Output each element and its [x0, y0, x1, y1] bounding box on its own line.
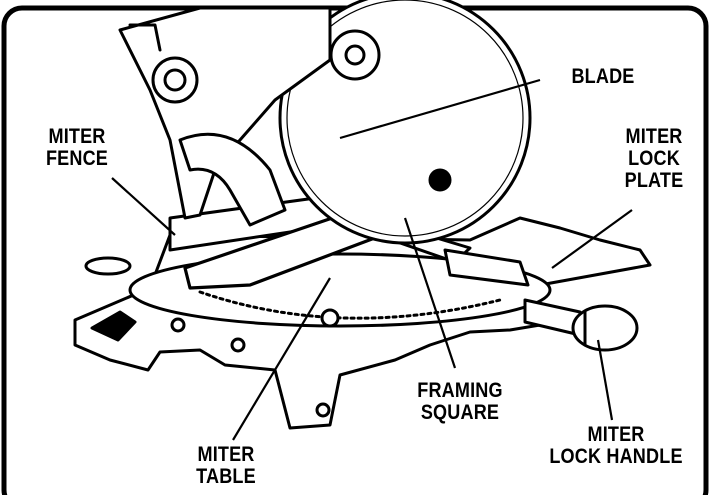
label-miter-fence-line1: MITER: [48, 125, 106, 148]
label-miter-lock-handle: MITER LOCK HANDLE: [544, 424, 688, 468]
label-miter-lock-handle-line1: MITER: [587, 423, 645, 446]
label-miter-lock-plate: MITER LOCK PLATE: [613, 126, 696, 192]
leader-framing-square: [403, 217, 457, 369]
label-framing-square-line2: SQUARE: [420, 401, 500, 424]
saw-illustration: [73, 0, 652, 430]
label-blade: BLADE: [563, 66, 642, 88]
label-blade-line1: BLADE: [571, 65, 635, 88]
lock-plate: [443, 248, 530, 287]
leader-blade: [339, 78, 541, 140]
base-leg-left: [90, 310, 137, 342]
label-miter-table-line2: TABLE: [196, 465, 256, 488]
label-miter-lock-handle-line2: LOCK HANDLE: [549, 445, 683, 468]
label-framing-square-line1: FRAMING: [417, 379, 503, 402]
leader-miter-lock-handle: [596, 339, 614, 421]
framing-square-shape: [183, 210, 382, 290]
label-miter-fence-line2: FENCE: [45, 147, 109, 170]
support-column: [178, 132, 287, 227]
label-miter-fence: MITER FENCE: [37, 126, 118, 170]
label-framing-square: FRAMING SQUARE: [408, 380, 511, 424]
label-miter-table-line1: MITER: [197, 443, 255, 466]
label-miter-lock-plate-line3: PLATE: [624, 169, 684, 192]
label-miter-lock-plate-line1: MITER: [625, 125, 683, 148]
lock-handle-knob: [571, 304, 639, 352]
leader-lines: [111, 78, 633, 441]
label-miter-lock-plate-line2: LOCK: [628, 147, 680, 170]
label-miter-table: MITER TABLE: [185, 444, 268, 488]
leader-miter-table: [232, 277, 331, 441]
leader-miter-lock-plate: [551, 209, 633, 269]
leader-miter-fence: [111, 177, 176, 236]
